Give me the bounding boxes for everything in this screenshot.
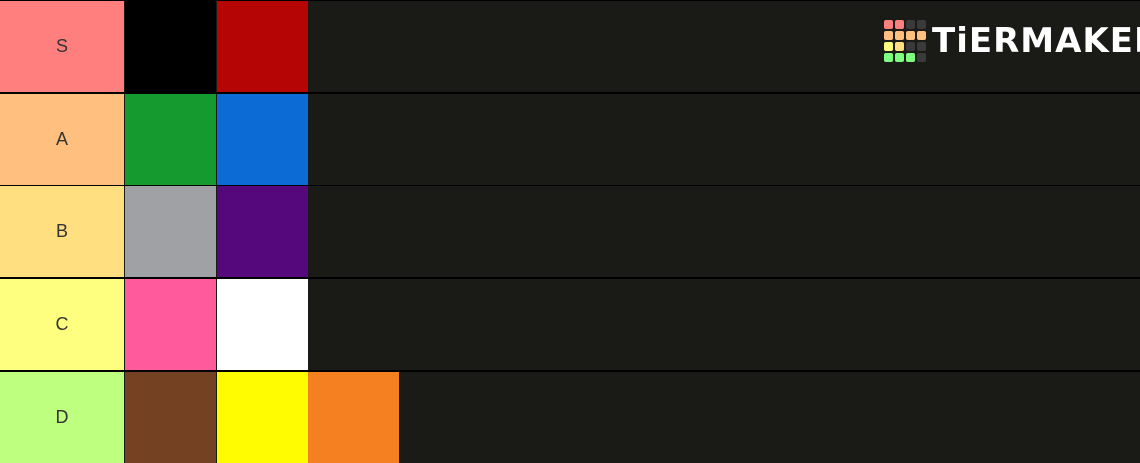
logo-grid-cell [884,20,893,29]
logo-grid-cell [895,31,904,40]
tier-item-gray[interactable] [125,186,216,277]
tier-item-white[interactable] [217,279,308,370]
tier-item-blue[interactable] [217,94,308,185]
logo-grid-cell [884,31,893,40]
tier-item-orange[interactable] [308,372,399,463]
tier-items-b[interactable] [125,186,1140,277]
logo-grid-cell [917,20,926,29]
logo-grid-cell [917,53,926,62]
tier-item-brown[interactable] [125,372,216,463]
tier-items-c[interactable] [125,279,1140,370]
logo-grid-cell [895,42,904,51]
logo-grid-cell [906,42,915,51]
tier-label-b[interactable]: B [0,186,124,277]
tier-row-s: S [0,1,1140,92]
tier-items-d[interactable] [125,372,1140,463]
tier-item-red[interactable] [217,1,308,92]
tier-label-c[interactable]: C [0,279,124,370]
tier-item-purple[interactable] [217,186,308,277]
logo-grid-cell [884,53,893,62]
tiermaker-logo: TiERMAKER [884,20,1140,62]
tier-label-s[interactable]: S [0,1,124,92]
logo-grid-cell [906,31,915,40]
logo-grid-cell [895,20,904,29]
logo-grid-cell [906,53,915,62]
tier-items-a[interactable] [125,94,1140,185]
tier-label-a[interactable]: A [0,94,124,185]
tier-items-s[interactable] [125,1,1140,92]
tier-item-pink[interactable] [125,279,216,370]
logo-grid-cell [917,31,926,40]
tiermaker-grid-icon [884,20,926,62]
logo-grid-cell [906,20,915,29]
tier-label-d[interactable]: D [0,372,124,463]
tier-row-d: D [0,372,1140,463]
tier-item-black[interactable] [125,1,216,92]
tier-row-b: B [0,186,1140,277]
logo-grid-cell [917,42,926,51]
tier-row-c: C [0,279,1140,370]
logo-grid-cell [895,53,904,62]
tier-row-a: A [0,94,1140,185]
tier-item-green[interactable] [125,94,216,185]
tiermaker-wordmark: TiERMAKER [932,21,1140,61]
logo-grid-cell [884,42,893,51]
tier-item-yellow[interactable] [217,372,308,463]
